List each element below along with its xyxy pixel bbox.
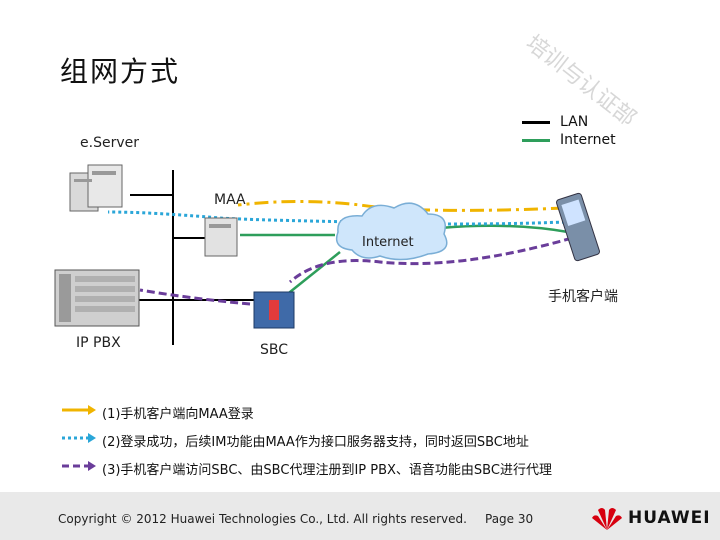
- flow-3-purple-pbx: [139, 288, 263, 307]
- legend-internet-label: Internet: [560, 132, 616, 148]
- network-diagram: [54, 164, 600, 345]
- sbc-device-icon: [253, 291, 295, 329]
- server-icon: [69, 164, 123, 212]
- ippbx-label: IP PBX: [76, 335, 121, 351]
- ippbx-rack-icon: [54, 269, 140, 327]
- note-1: (1)手机客户端向MAA登录: [102, 407, 254, 422]
- notes-markers: [62, 405, 96, 471]
- note-2: (2)登录成功，后续IM功能由MAA作为接口服务器支持，同时返回SBC地址: [102, 435, 529, 450]
- eserver-label: e.Server: [80, 135, 139, 151]
- sbc-label: SBC: [260, 342, 289, 358]
- internet-link-mobile: [439, 224, 569, 234]
- mobile-label: 手机客户端: [548, 289, 618, 305]
- flow-2-blue: [107, 210, 566, 226]
- huawei-logo-icon: [592, 508, 622, 530]
- cloud-icon: [335, 202, 448, 261]
- copyright-text: Copyright © 2012 Huawei Technologies Co.…: [58, 512, 467, 526]
- internet-link-sbc: [284, 251, 341, 297]
- legend-lan-label: LAN: [560, 114, 589, 130]
- brand-name: HUAWEI: [628, 508, 711, 528]
- page-title: 组网方式: [60, 55, 181, 88]
- legend-internet-line: [522, 139, 550, 142]
- flow-1-yellow: [237, 200, 566, 212]
- page-number: Page 30: [485, 512, 534, 526]
- footer-bar: [0, 492, 720, 540]
- cloud-label: Internet: [362, 235, 414, 250]
- maa-label: MAA: [214, 192, 246, 208]
- flow-3-purple: [288, 236, 573, 284]
- note-3: (3)手机客户端访问SBC、由SBC代理注册到IP PBX、语音功能由SBC进行…: [102, 463, 552, 478]
- mobile-phone-icon: [556, 192, 600, 262]
- legend-lan-line: [522, 121, 550, 124]
- server-icon: [204, 217, 238, 257]
